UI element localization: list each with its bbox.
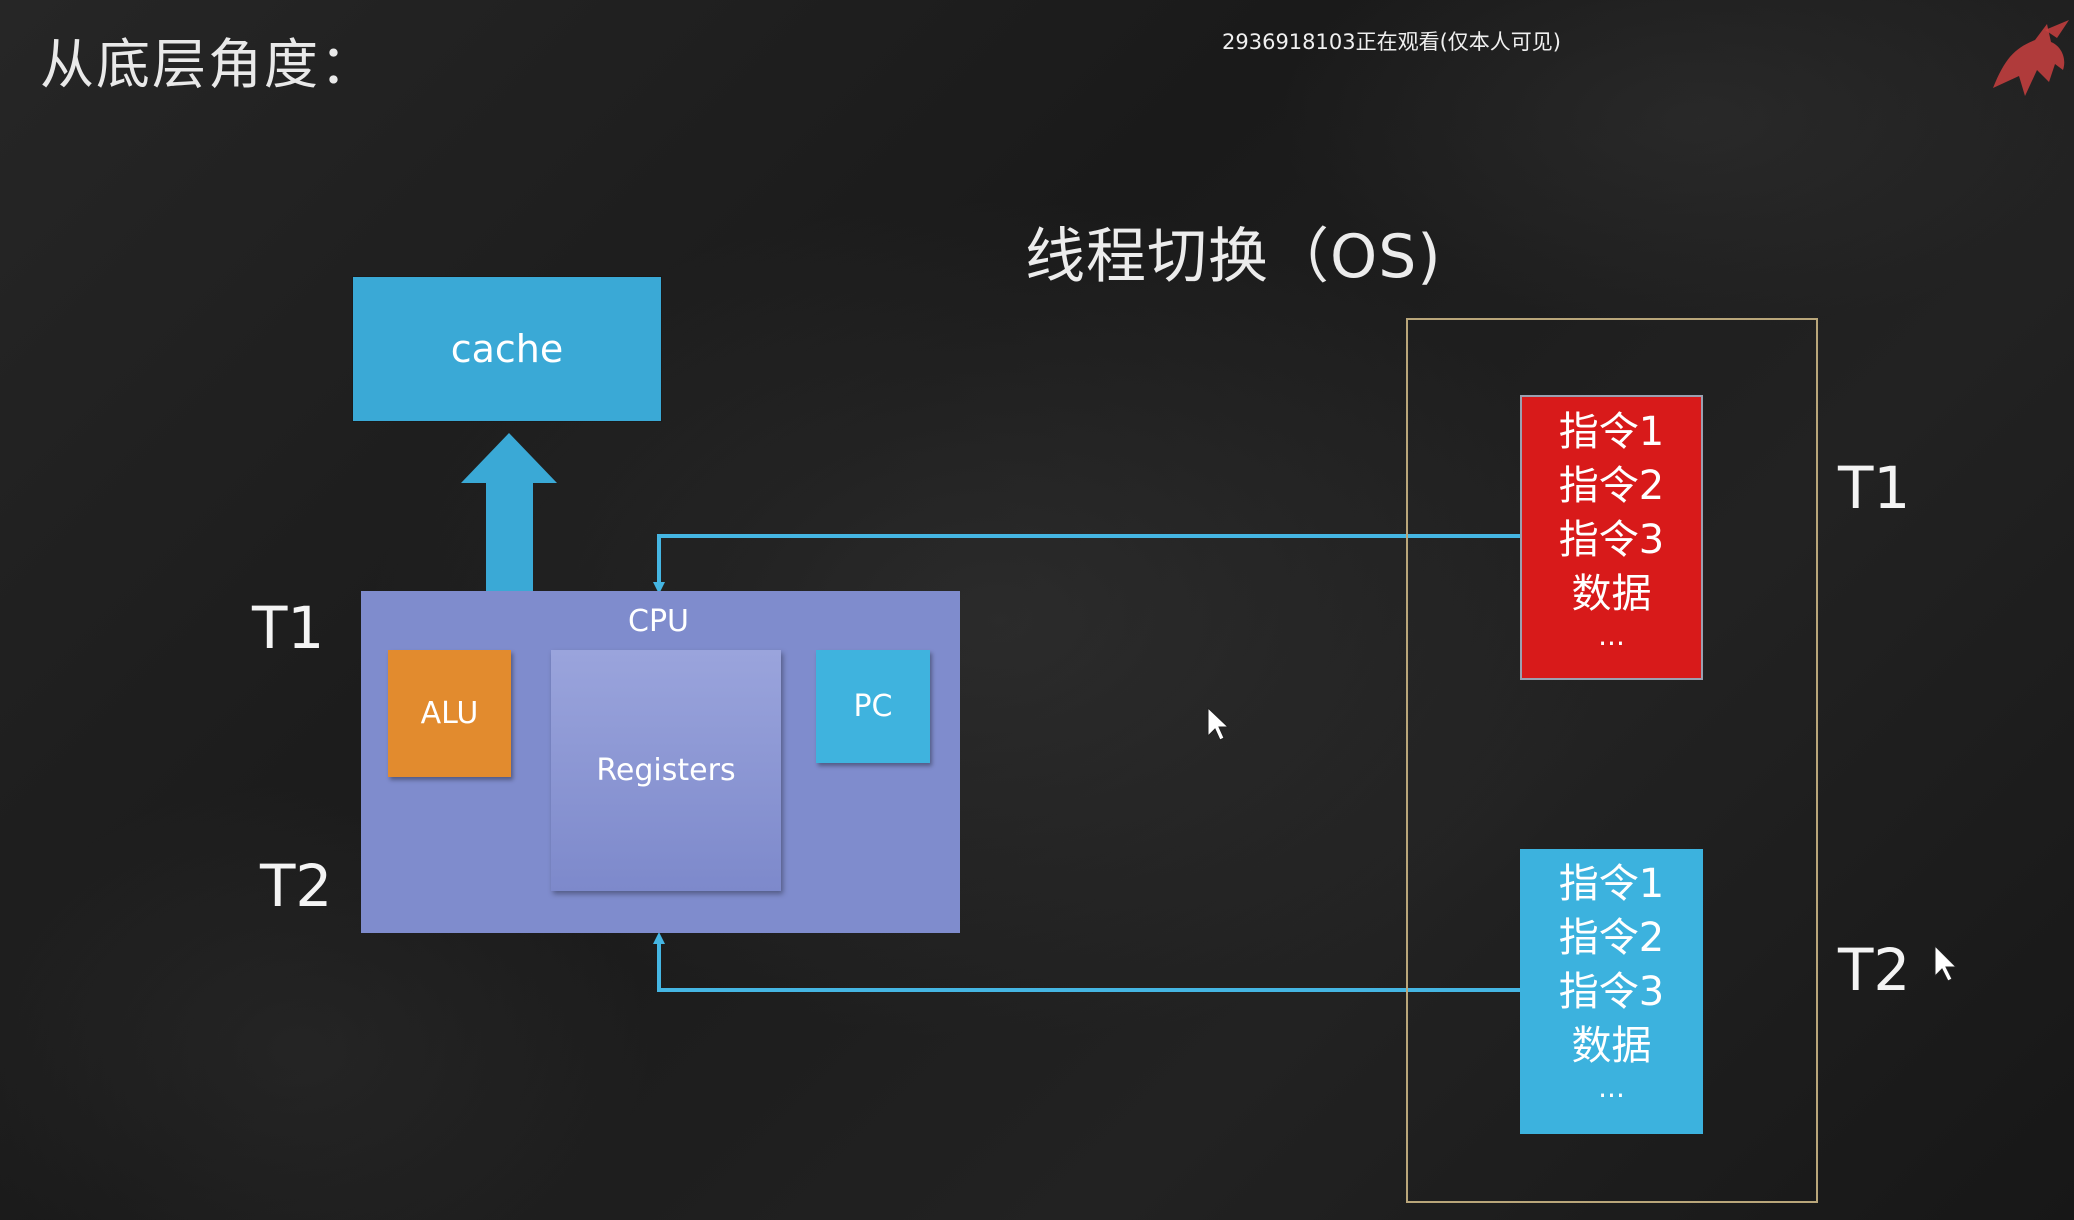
cpu-t2-label: T2 [260, 852, 333, 920]
logo-icon [1993, 20, 2069, 96]
thread-t1-box: 指令1 指令2 指令3 数据 ... [1520, 395, 1703, 680]
cpu-label: CPU [628, 604, 689, 639]
mouse-cursor-icon [1207, 706, 1230, 741]
thread-t2-line: 指令1 [1558, 861, 1665, 907]
alu-box: ALU [388, 650, 511, 777]
thread-t2-line: 指令2 [1558, 915, 1665, 961]
thread-t2-line: 数据 [1571, 1023, 1652, 1069]
thread-t1-line: 数据 [1571, 571, 1652, 617]
slide-heading: 从底层角度： [40, 33, 376, 96]
viewer-watermark: 2936918103正在观看(仅本人可见) [1222, 30, 1561, 54]
thread-t2-line: 指令3 [1558, 969, 1665, 1015]
pc-box: PC [816, 650, 930, 763]
cpu-t1-label: T1 [252, 594, 325, 662]
os-thread-frame [1406, 318, 1818, 1203]
mouse-cursor-icon [1934, 944, 1958, 982]
t2-wire [657, 941, 1520, 992]
os-t2-label: T2 [1838, 936, 1911, 1004]
thread-t1-line: ... [1598, 619, 1625, 652]
diagram-title: 线程切换（OS) [1025, 222, 1442, 292]
thread-t2-line: ... [1598, 1071, 1625, 1104]
t1-wire [657, 534, 1520, 585]
thread-t2-box: 指令1 指令2 指令3 数据 ... [1520, 849, 1703, 1134]
registers-box: Registers [551, 650, 781, 891]
thread-t1-line: 指令1 [1558, 409, 1665, 455]
os-t1-label: T1 [1838, 454, 1911, 522]
thread-t1-line: 指令3 [1558, 517, 1665, 563]
t1-wire-arrowhead [653, 582, 665, 594]
cache-box: cache [353, 277, 661, 421]
t2-wire-arrowhead [653, 932, 665, 944]
thread-t1-line: 指令2 [1558, 463, 1665, 509]
cpu-to-cache-arrow [461, 433, 557, 626]
